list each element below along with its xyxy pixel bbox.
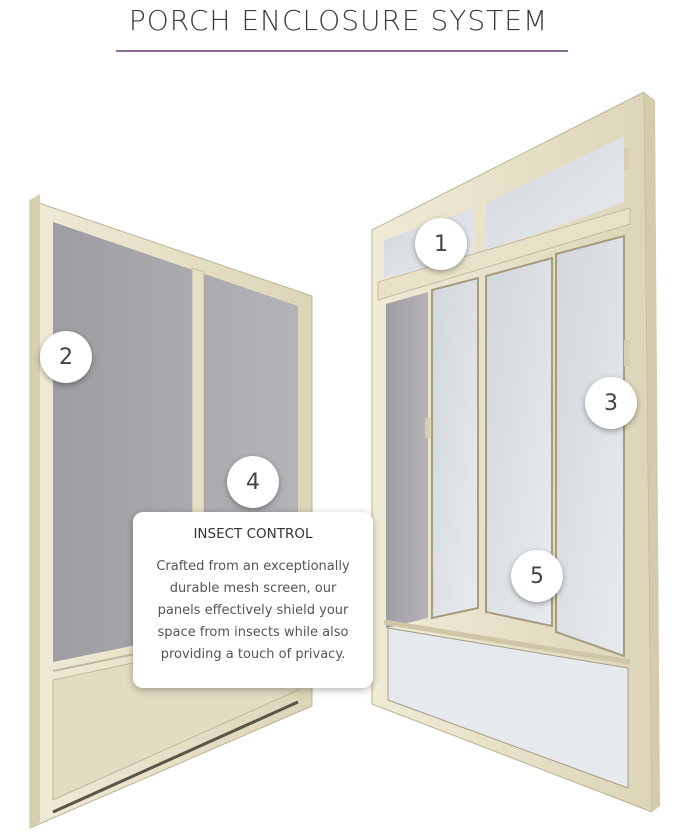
right-window-panel xyxy=(371,91,660,813)
hotspot-number: 1 xyxy=(434,231,448,257)
left-screen-panel xyxy=(29,194,313,829)
insect-control-tooltip: INSECT CONTROL Crafted from an exception… xyxy=(133,512,373,688)
hotspot-3[interactable]: 3 xyxy=(585,377,637,429)
title-underline xyxy=(116,50,568,52)
tooltip-body: Crafted from an exceptionally durable me… xyxy=(143,556,363,666)
hotspot-number: 2 xyxy=(59,344,73,370)
hotspot-number: 4 xyxy=(246,469,260,495)
hotspot-5[interactable]: 5 xyxy=(511,550,563,602)
page-title: PORCH ENCLOSURE SYSTEM xyxy=(128,4,549,37)
tooltip-line: durable mesh screen, our xyxy=(169,581,337,596)
hotspot-1[interactable]: 1 xyxy=(415,218,467,270)
tooltip-line: panels effectively shield your xyxy=(157,603,349,618)
tooltip-title: INSECT CONTROL xyxy=(193,526,313,542)
hotspot-2[interactable]: 2 xyxy=(40,331,92,383)
tooltip-line: Crafted from an exceptionally xyxy=(156,559,350,574)
tooltip-line: providing a touch of privacy. xyxy=(160,647,346,662)
hotspot-4[interactable]: 4 xyxy=(227,456,279,508)
tooltip-line: space from insects while also xyxy=(157,625,349,640)
hotspot-number: 3 xyxy=(604,390,618,416)
hotspot-number: 5 xyxy=(530,563,544,589)
